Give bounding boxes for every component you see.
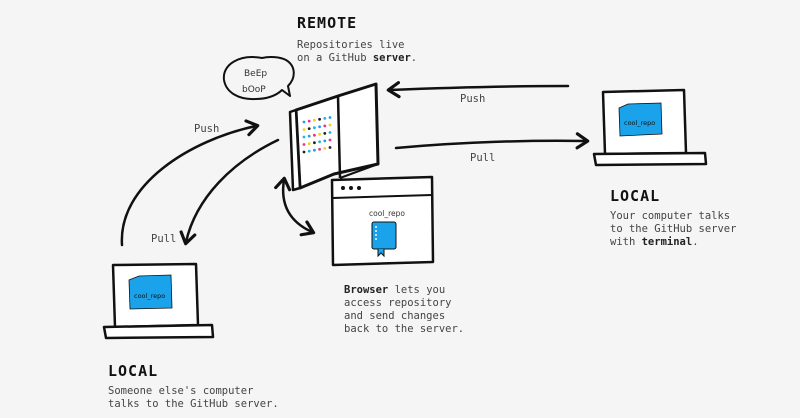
remote-desc-end: . xyxy=(410,52,418,64)
server-led xyxy=(323,147,327,150)
pull-right-label: Pull xyxy=(470,152,496,164)
server-led xyxy=(318,147,321,151)
browser-description: Browser lets you access repository and s… xyxy=(344,284,464,336)
laptop-left-icon: cool_repo xyxy=(102,262,215,340)
arrow-push-left xyxy=(120,119,260,247)
bubble-line-2: bOoP xyxy=(242,85,266,95)
browser-desc-bold: Browser xyxy=(344,284,389,296)
server-led xyxy=(313,118,316,122)
server-led xyxy=(302,120,306,124)
server-led xyxy=(313,133,316,137)
push-left-label: Push xyxy=(194,123,220,135)
laptop-right-folder-label: cool_repo xyxy=(624,119,655,127)
server-led xyxy=(307,134,311,138)
arrow-push-right xyxy=(386,81,570,99)
local-right-desc-text: Your computer talks to the GitHub server… xyxy=(610,210,737,248)
remote-heading: REMOTE xyxy=(297,14,358,32)
server-led xyxy=(302,128,306,131)
server-led xyxy=(318,125,321,129)
server-icon xyxy=(288,82,380,192)
browser-repo-label: cool_repo xyxy=(369,209,405,218)
server-led xyxy=(323,132,327,135)
server-led xyxy=(318,132,321,136)
browser-window-icon: cool_repo xyxy=(330,175,435,267)
arrow-pull-right xyxy=(394,132,590,150)
laptop-right-icon: cool_repo xyxy=(592,88,708,167)
server-led xyxy=(323,139,327,143)
speech-bubble: BeEp bOoP xyxy=(222,55,295,101)
bubble-line-1: BeEp xyxy=(244,69,267,79)
server-leds xyxy=(302,116,332,154)
local-left-heading: LOCAL xyxy=(108,362,159,380)
local-right-description: Your computer talks to the GitHub server… xyxy=(610,210,736,249)
server-led xyxy=(307,149,311,153)
server-led xyxy=(318,117,321,121)
remote-desc-text: Repositories live on a GitHub xyxy=(297,39,405,64)
server-led xyxy=(302,150,306,154)
server-led xyxy=(318,140,321,144)
local-left-description: Someone else's computer talks to the Git… xyxy=(108,385,279,410)
server-led xyxy=(313,126,316,130)
push-right-label: Push xyxy=(460,93,486,105)
server-led xyxy=(328,131,332,134)
local-right-heading: LOCAL xyxy=(610,187,661,205)
server-led xyxy=(328,138,332,142)
laptop-left-folder-label: cool_repo xyxy=(134,292,165,300)
server-led xyxy=(328,123,332,127)
server-led xyxy=(307,127,311,130)
repo-book-icon xyxy=(371,221,397,258)
server-led xyxy=(328,116,332,119)
server-led xyxy=(323,124,327,128)
server-led xyxy=(323,117,327,120)
arrow-pull-left xyxy=(179,138,280,246)
server-led xyxy=(307,119,311,123)
browser-desc-text: lets you access repository and send chan… xyxy=(344,284,465,335)
local-right-desc-end: . xyxy=(692,236,699,248)
server-led xyxy=(307,142,311,146)
server-led xyxy=(313,141,316,145)
local-right-desc-bold: terminal xyxy=(641,236,693,248)
pull-left-label: Pull xyxy=(151,233,177,245)
remote-description: Repositories live on a GitHub server. xyxy=(297,39,417,65)
server-led xyxy=(328,146,332,149)
server-led xyxy=(313,148,316,152)
server-led xyxy=(302,143,306,146)
server-led xyxy=(302,135,306,139)
arrow-server-browser xyxy=(274,176,316,237)
remote-desc-bold: server xyxy=(372,52,411,64)
